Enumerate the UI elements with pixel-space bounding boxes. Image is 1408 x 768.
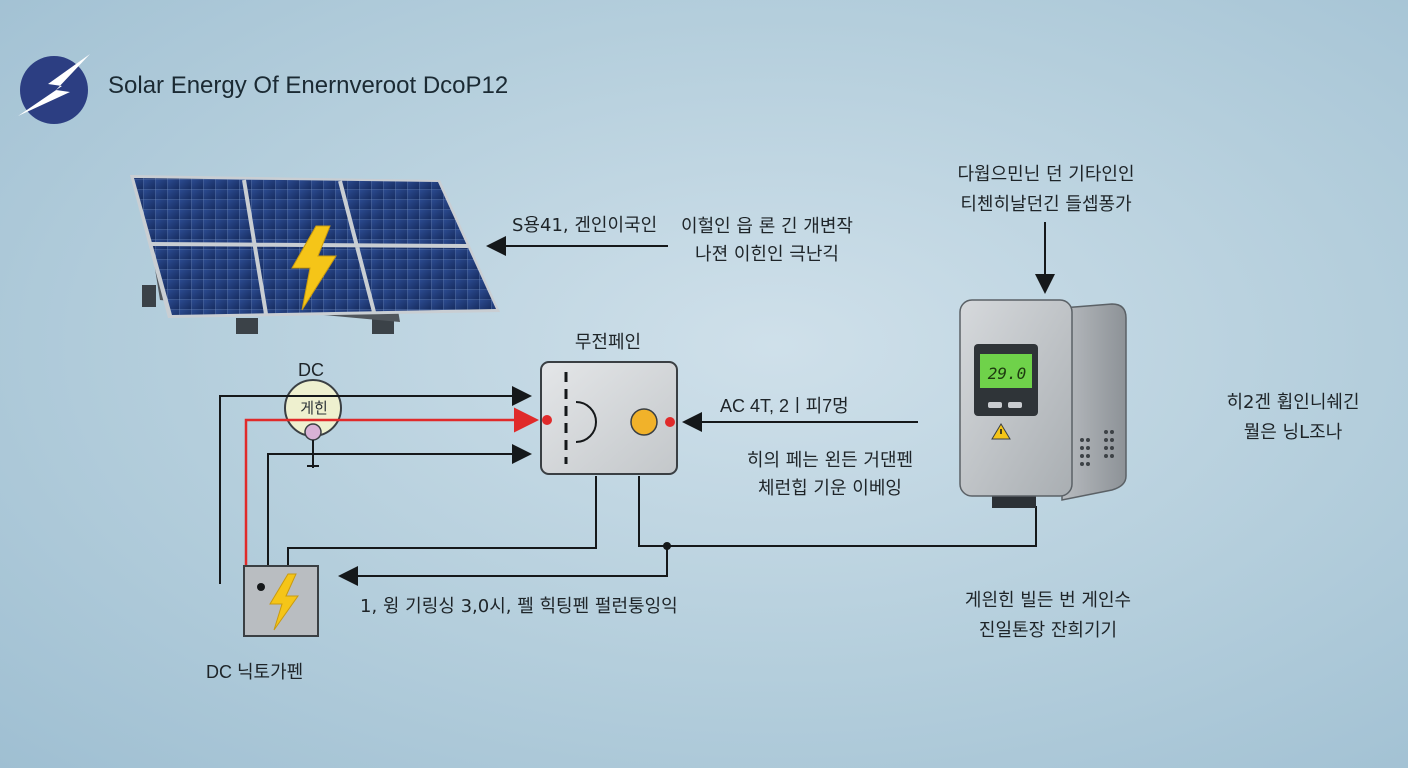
inverter-display: 29.0 <box>987 364 1027 383</box>
bottom-right-line1: 게읜힌 빌든 번 게인수 <box>964 590 1132 611</box>
inverter-note-line2: 티첸히날던긴 들셉퐁가 <box>960 194 1132 215</box>
middle-note-line1: 히의 페는 왼든 거댄펜 <box>746 450 914 471</box>
battery-icon <box>243 565 319 637</box>
battery-title: DC 닉토가펜 <box>206 662 304 682</box>
dc-meter-text: 게힌 <box>300 399 328 417</box>
dc-meter-label: DC <box>298 360 324 380</box>
combiner-box <box>540 361 678 475</box>
inverter-icon <box>959 299 1127 508</box>
panel-note-line1: 이헐인 읍 론 긴 개변작 <box>681 216 853 237</box>
page-title: Solar Energy Of Enernveroot DcoP12 <box>108 72 509 99</box>
dc-meter <box>284 379 342 468</box>
right-note-line2: 뭘은 닝L조나 <box>1243 422 1343 443</box>
battery-arrow-label: 1, 윙 기링싱 3,0시, 펠 힉팅펜 펄런퉁잉익 <box>360 596 678 617</box>
combiner-title: 무전페인 <box>574 332 642 353</box>
inverter-note-line1: 다웝으민닌 던 기타인인 <box>957 164 1135 185</box>
right-note-line1: 히2겐 휩인니쉐긴 <box>1226 392 1360 413</box>
bottom-right-line2: 진일톤장 잔희기기 <box>978 620 1118 641</box>
warning-icon <box>991 423 1011 440</box>
panel-note-line2: 나젼 이힌인 극난긱 <box>695 244 839 265</box>
panel-arrow-label: S용41, 겐인이국인 <box>512 215 658 236</box>
solar-panel-icon <box>130 175 500 334</box>
ac-label: AC 4T, 2ㅣ피7멍 <box>720 396 849 416</box>
lightning-logo-icon <box>18 54 90 124</box>
middle-note-line2: 체런힙 기운 이베잉 <box>758 478 902 499</box>
